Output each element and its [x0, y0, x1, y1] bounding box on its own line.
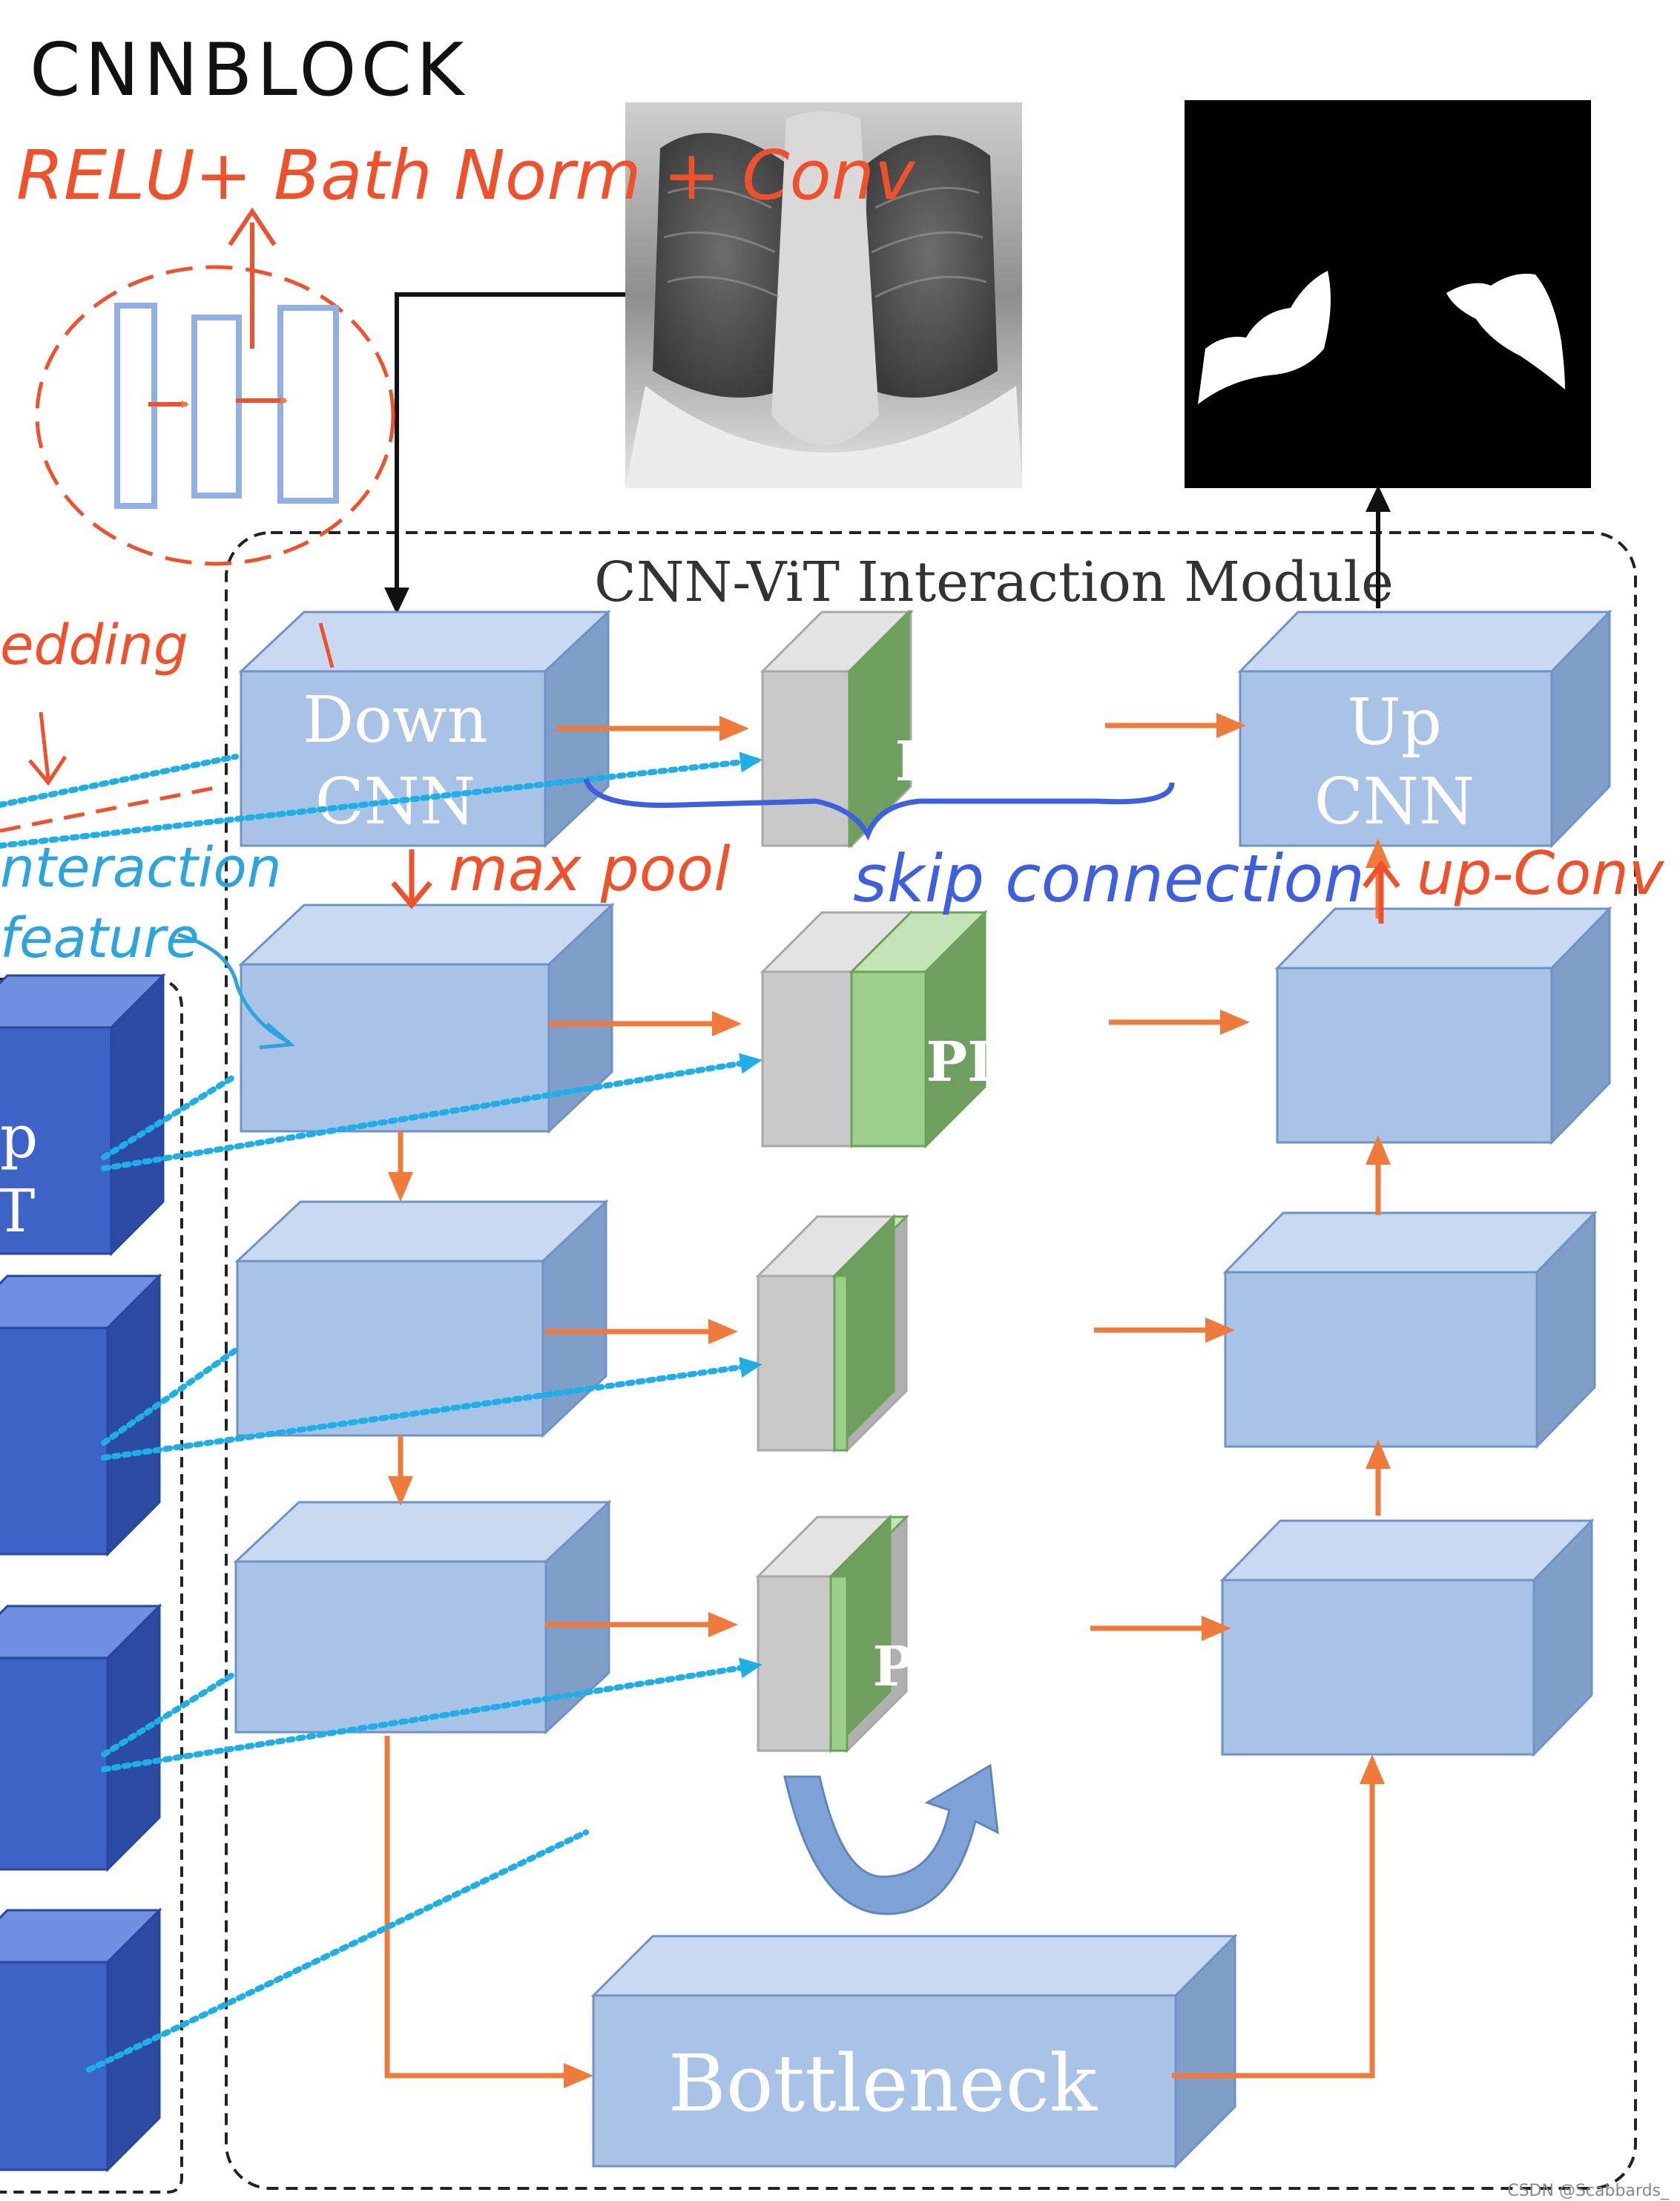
cnn-block-formula: RELU+ Bath Norm + Conv	[16, 136, 916, 215]
down-cnn-block-3-front	[236, 1260, 544, 1437]
module-title: CNN-ViT Interaction Module	[594, 550, 1394, 614]
embedding-annotation: edding	[0, 613, 188, 677]
up-cnn-block-3	[1222, 1210, 1598, 1450]
up-cnn-block-4-front	[1221, 1579, 1535, 1756]
vit-block-2	[0, 1273, 162, 1557]
interaction-line-to-down2	[101, 1073, 239, 1160]
cnn-block-title: CNNBLOCK	[30, 28, 468, 113]
up-cnn-block-1-front	[1239, 670, 1553, 847]
plam-gray-slab-1-front	[761, 670, 853, 847]
max-pool-annotation: max pool	[449, 835, 731, 905]
interaction-line-to-down1	[0, 754, 239, 808]
up-cnn-block-4-top	[1219, 1519, 1595, 1582]
vit-block-2-front	[0, 1326, 109, 1556]
down-cnn-label-line1: Down	[303, 683, 488, 757]
interaction-line-to-down4	[101, 1670, 239, 1757]
vit-panel: p T	[0, 973, 183, 2194]
up-conv-arrow	[1363, 860, 1400, 924]
vit-block-3	[0, 1603, 162, 1872]
vit-block-4-front	[0, 1961, 109, 2171]
down-cnn-block-2-top	[238, 904, 615, 966]
plam-label-3: PLAM	[915, 1331, 1098, 1395]
plam-block-1-front	[848, 670, 853, 847]
interaction-annotation-line2: feature	[0, 907, 200, 970]
plam-block-2-front	[850, 970, 927, 1148]
plam-block-3	[831, 1214, 909, 1453]
plam-label-4: PLAM	[872, 1635, 1055, 1699]
up-cnn-label-line2: CNN	[1314, 765, 1475, 839]
down-cnn-block-2-front	[240, 963, 550, 1133]
down-cnn-block-2	[238, 902, 615, 1134]
up-conv-annotation: up-Conv	[1417, 839, 1665, 908]
bottleneck-label: Bottleneck	[668, 2038, 1098, 2129]
down-cnn-block-3	[234, 1199, 609, 1438]
bottleneck-block-front	[592, 1994, 1177, 2168]
watermark: CSDN @Scabbards_	[1507, 2182, 1670, 2200]
down-cnn-block-4-front	[234, 1560, 547, 1734]
interaction-annotation-line1: nteraction	[0, 836, 282, 900]
interaction-lines	[0, 751, 762, 2073]
bottleneck-block-top	[590, 1935, 1238, 1997]
interaction-annotation-pointer	[177, 932, 296, 1050]
skip-connection-brace	[583, 777, 1175, 841]
skip-connection-annotation: skip connection	[853, 840, 1365, 917]
interaction-line-to-plam1	[0, 751, 762, 849]
up-cnn-block-2-front	[1276, 967, 1553, 1144]
bottleneck-uturn-arrow	[783, 1763, 999, 1915]
arrow-down4-to-bottleneck	[384, 1736, 593, 2088]
cnn-block-sketch	[35, 207, 395, 668]
input-arrow	[384, 292, 625, 614]
module-border	[225, 531, 1637, 2190]
vit-fragment-top: p	[0, 1102, 38, 1171]
plam-block-3-front	[833, 1274, 849, 1452]
arrow-bottleneck-to-up4	[1172, 1754, 1385, 2079]
down-cnn-block-1-front	[240, 670, 547, 847]
input-xray-image	[625, 102, 1022, 488]
interaction-line-to-down3	[101, 1347, 239, 1446]
vit-block-4	[0, 1907, 162, 2173]
plam-gray-slab-2-front	[761, 970, 853, 1148]
plam-label-2: PLAM	[926, 1030, 1109, 1094]
plam-block-1	[846, 609, 914, 849]
interaction-line-to-plam3	[101, 1357, 762, 1461]
down-cnn-block-4	[233, 1499, 612, 1735]
vit-fragment-bottom: T	[0, 1177, 35, 1246]
embedding-down-arrow	[28, 711, 67, 786]
down-cnn-block-4-top	[233, 1501, 612, 1563]
plam-block-4	[828, 1514, 909, 1754]
interaction-line-to-plam4	[101, 1657, 762, 1772]
up-cnn-block-2	[1274, 906, 1613, 1145]
output-segmentation-mask	[1185, 100, 1591, 488]
up-cnn-block-1	[1237, 609, 1613, 849]
flow-arrows	[384, 713, 1391, 2088]
max-pool-arrow	[391, 849, 432, 909]
up-cnn-block-3-top	[1222, 1211, 1598, 1274]
vit-block-1	[0, 973, 166, 1257]
up-cnn-block-3-front	[1224, 1271, 1538, 1448]
plam-block-4-front	[829, 1575, 849, 1752]
down-cnn-block-3-top	[234, 1200, 609, 1263]
plam-block-2	[849, 909, 988, 1149]
vit-block-1-front	[0, 1026, 113, 1255]
up-cnn-label-line1: Up	[1347, 685, 1442, 760]
bottleneck-block	[590, 1933, 1238, 2169]
vit-block-3-front	[0, 1656, 109, 1871]
up-cnn-block-1-top	[1237, 611, 1613, 673]
interaction-line-to-bottleneck	[86, 1829, 589, 2073]
plam-label-1: PLAM	[895, 730, 1078, 794]
embedding-dashed-line	[0, 784, 223, 833]
interaction-line-to-plam2	[101, 1053, 762, 1171]
up-cnn-block-4	[1219, 1518, 1595, 1757]
